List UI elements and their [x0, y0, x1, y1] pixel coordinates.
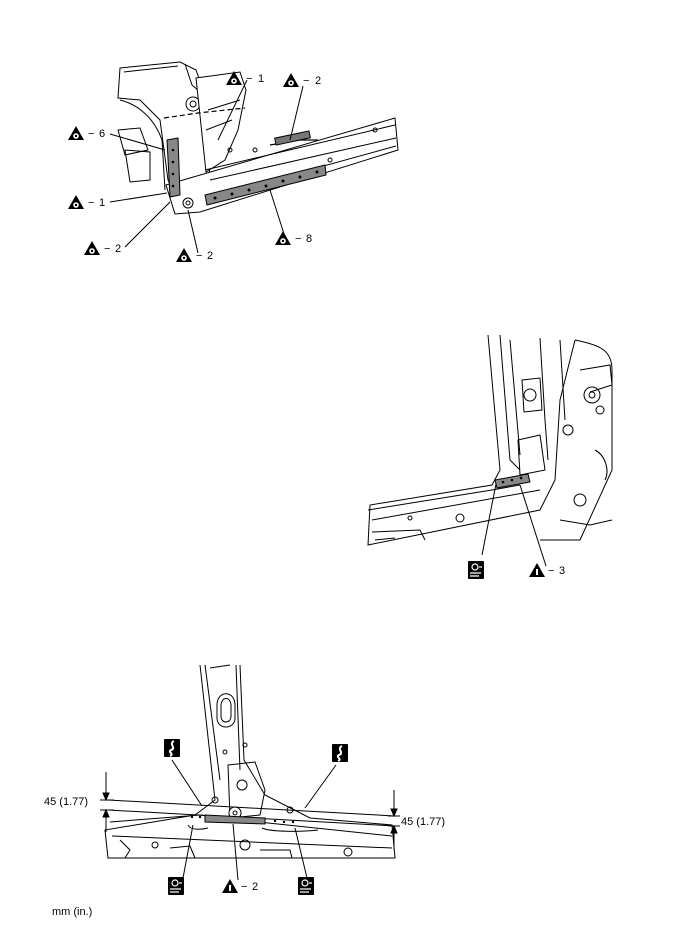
callout-number: 6 — [99, 128, 105, 140]
dimension-left: 45 (1.77) — [44, 796, 88, 808]
spot-weld-triangle-icon — [84, 241, 100, 255]
figure-3-cut-location — [100, 664, 400, 881]
svg-text:−: − — [196, 250, 202, 262]
callout-number: 1 — [99, 197, 105, 209]
spot-weld-triangle-icon — [275, 231, 291, 245]
svg-text:−: − — [303, 75, 309, 87]
callout-number: 8 — [306, 233, 312, 245]
plug-weld-triangle-icon — [222, 879, 238, 893]
dimension-right: 45 (1.77) — [401, 816, 445, 828]
svg-text:−: − — [104, 243, 110, 255]
svg-text:−: − — [295, 233, 301, 245]
figure-2-callouts: − 3 — [467, 560, 565, 580]
saw-cut-icon — [163, 738, 181, 758]
mig-weld-square-icon — [167, 876, 185, 896]
svg-text:−: − — [241, 881, 247, 893]
spot-weld-triangle-icon — [68, 126, 84, 140]
callout-number: 2 — [115, 243, 121, 255]
figure-3-callouts: − 2 45 (1.77) 45 (1.77) — [44, 738, 445, 896]
units-note: mm (in.) — [52, 906, 93, 918]
mig-weld-square-icon — [297, 876, 315, 896]
callout-number: 1 — [258, 73, 264, 85]
spot-weld-triangle-icon — [68, 195, 84, 209]
callout-number: 2 — [207, 250, 213, 262]
spot-weld-triangle-icon — [283, 73, 299, 87]
svg-text:−: − — [88, 197, 94, 209]
plug-weld-triangle-icon — [529, 563, 545, 577]
callout-number: 3 — [559, 565, 565, 577]
saw-cut-icon — [331, 743, 349, 763]
svg-text:−: − — [548, 565, 554, 577]
mig-weld-square-icon — [467, 560, 485, 580]
svg-text:−: − — [88, 128, 94, 140]
spot-weld-triangle-icon — [176, 248, 192, 262]
callout-number: 2 — [315, 75, 321, 87]
figure-1-rocker-panel-upper — [109, 61, 399, 254]
callout-number: 2 — [252, 881, 258, 893]
figure-2-pillar-base — [367, 334, 613, 567]
figure-1-callouts: − 1 − 2 − 6 − 1 − 2 − 2 − 8 — [68, 71, 321, 262]
callout-label: − — [246, 73, 252, 85]
